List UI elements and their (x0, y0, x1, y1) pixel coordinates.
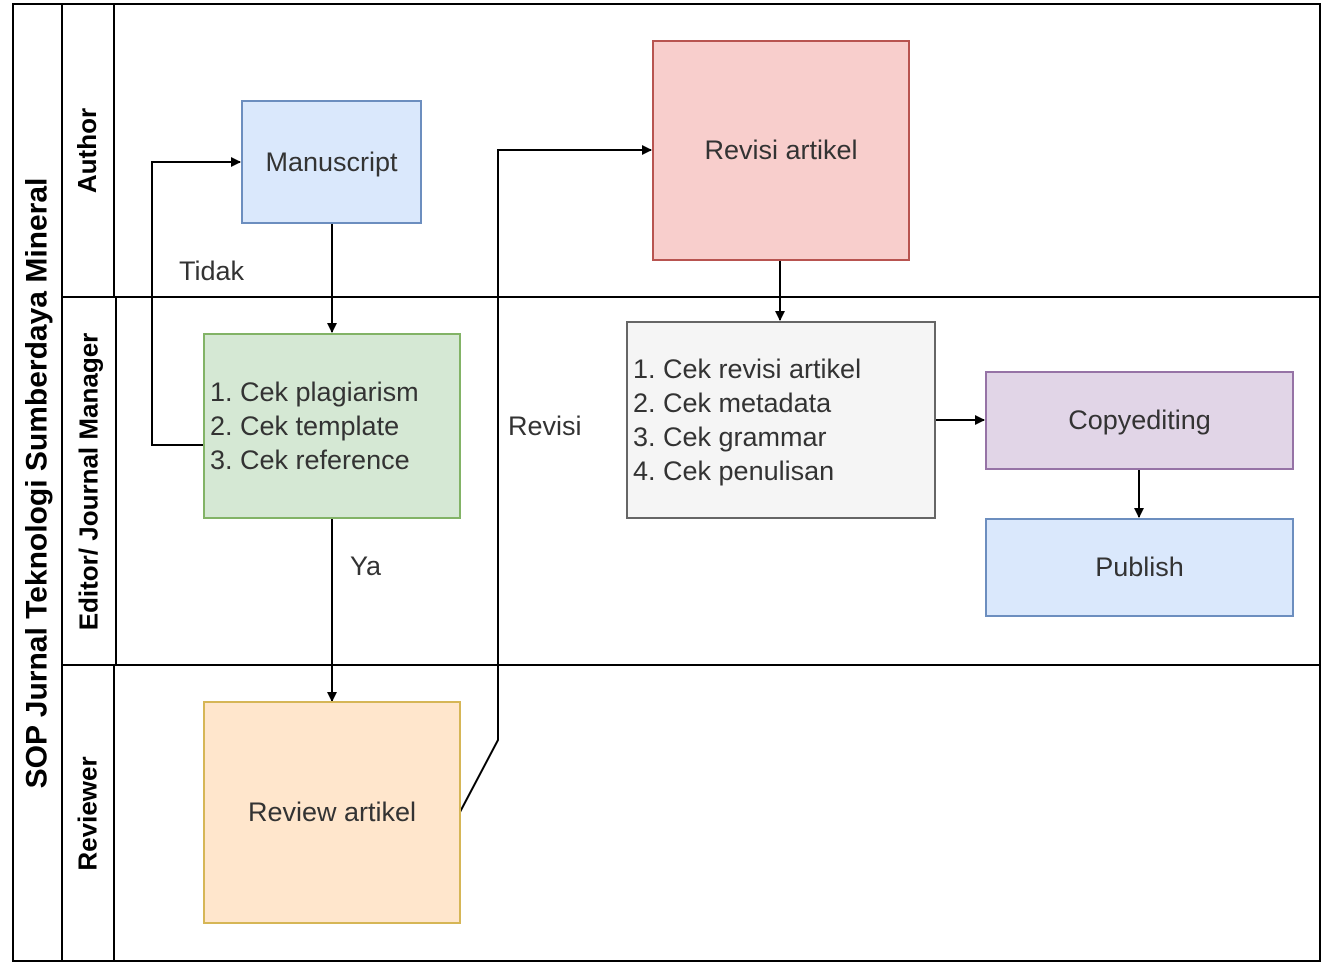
revision-check-item: 2. Cek metadata (633, 388, 832, 418)
lane-divider-author-editor (61, 296, 1321, 298)
node-manuscript: Manuscript (241, 100, 422, 224)
node-review-article: Review artikel (203, 701, 461, 924)
node-revise-article-label: Revisi artikel (704, 135, 858, 165)
node-copyediting: Copyediting (985, 371, 1294, 470)
node-manuscript-label: Manuscript (265, 146, 398, 177)
edge-label-revisi: Revisi (508, 411, 582, 441)
revision-check-item: 3. Cek grammar (633, 422, 827, 452)
node-publish: Publish (985, 518, 1294, 617)
title-column-divider (61, 3, 63, 962)
lane-label-divider-middle (115, 297, 117, 665)
node-review-article-label: Review artikel (247, 797, 417, 827)
node-revision-check: 1. Cek revisi artikel 2. Cek metadata 3.… (626, 321, 936, 519)
edge-label-ya: Ya (350, 551, 382, 581)
initial-check-item: 3. Cek reference (210, 445, 410, 475)
edge-label-tidak: Tidak (179, 256, 245, 286)
revision-check-item: 1. Cek revisi artikel (633, 354, 862, 384)
node-copyediting-label: Copyediting (1068, 405, 1211, 435)
edge-review-to-revision (459, 145, 652, 813)
edge-check-tidak-to-manuscript (151, 157, 241, 446)
revision-check-list: 1. Cek revisi artikel 2. Cek metadata 3.… (633, 352, 861, 488)
revision-check-item: 4. Cek penulisan (633, 456, 835, 486)
initial-check-item: 1. Cek plagiarism (210, 377, 419, 407)
node-publish-label: Publish (1095, 552, 1184, 582)
lane-divider-editor-reviewer (61, 664, 1321, 666)
node-revise-article: Revisi artikel (652, 40, 910, 261)
lane-label-divider-bottom (113, 665, 115, 962)
node-initial-check: 1. Cek plagiarism 2. Cek template 3. Cek… (203, 333, 461, 519)
initial-check-list: 1. Cek plagiarism 2. Cek template 3. Cek… (210, 375, 419, 477)
swimlane-frame (12, 3, 1321, 962)
lane-label-divider-top (113, 3, 115, 297)
initial-check-item: 2. Cek template (210, 411, 400, 441)
